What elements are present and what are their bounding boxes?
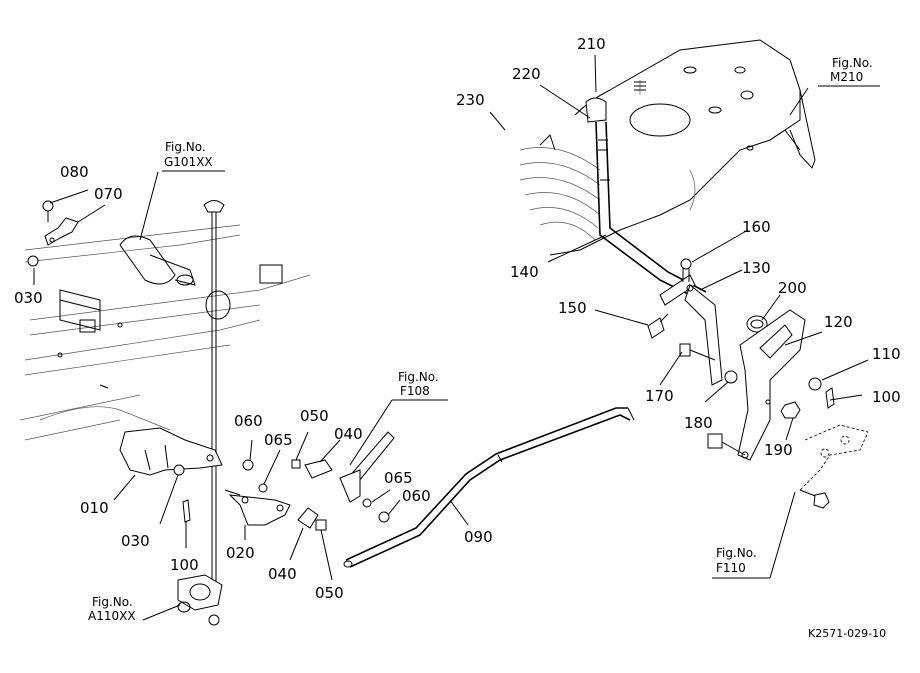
- callout-120: 120: [824, 313, 853, 331]
- callout-200: 200: [778, 279, 807, 297]
- figref-a110-label: Fig.No.: [92, 595, 133, 609]
- washer-180: [724, 370, 738, 384]
- callout-040-b: 040: [268, 565, 297, 583]
- figref-a110-code: A110XX: [88, 609, 136, 623]
- pedal-housing-m210: [519, 39, 816, 256]
- bracket-010: [119, 427, 223, 476]
- stud-150: [647, 313, 669, 339]
- bracket-130: [684, 284, 723, 386]
- callout-050-b: 050: [315, 584, 344, 602]
- part-a110xx: [177, 574, 223, 613]
- linkage-f110: [799, 424, 869, 509]
- callout-190: 190: [764, 441, 793, 459]
- callout-180: 180: [684, 414, 713, 432]
- rod-090: [343, 407, 635, 568]
- callout-090: 090: [464, 528, 493, 546]
- callout-220: 220: [512, 65, 541, 83]
- figref-g101-label: Fig.No.: [165, 140, 206, 154]
- figref-m210-code: M210: [830, 70, 863, 84]
- callout-150: 150: [558, 299, 587, 317]
- callout-040-a: 040: [334, 425, 363, 443]
- figref-f110-code: F110: [716, 561, 746, 575]
- callout-110: 110: [872, 345, 901, 363]
- washer-065-b: [362, 498, 372, 508]
- drawing-id: K2571-029-10: [808, 627, 886, 640]
- nut-190: [780, 401, 801, 419]
- callout-020: 020: [226, 544, 255, 562]
- callout-080: 080: [60, 163, 89, 181]
- leader-lines: [33, 54, 880, 621]
- callout-160: 160: [742, 218, 771, 236]
- callout-100-right: 100: [872, 388, 901, 406]
- bolt-160: [680, 258, 692, 282]
- pin-100-right: [825, 387, 835, 409]
- pedal-arm-140: [585, 97, 707, 306]
- figref-g101-code: G101XX: [164, 155, 213, 169]
- clip-040: [297, 459, 333, 529]
- callout-010: 010: [80, 499, 109, 517]
- callout-065-b: 065: [384, 469, 413, 487]
- callout-060-b: 060: [402, 487, 431, 505]
- callout-230: 230: [456, 91, 485, 109]
- frame-g101xx: [19, 224, 311, 441]
- figref-m210-label: Fig.No.: [832, 56, 873, 70]
- nut-060-a: [242, 459, 254, 471]
- bolt-050-a: [291, 459, 301, 469]
- figure-references: Fig.No. M210 Fig.No. G101XX Fig.No. F108…: [88, 56, 873, 623]
- bolt-080: [42, 200, 54, 222]
- washer-110: [808, 377, 822, 391]
- vertical-link-rod: [203, 200, 225, 626]
- washer-065-a: [258, 483, 268, 493]
- callout-130: 130: [742, 259, 771, 277]
- callout-100-left: 100: [170, 556, 199, 574]
- bolt-170: [679, 343, 716, 361]
- callout-065-a: 065: [264, 431, 293, 449]
- lever-070: [44, 217, 79, 246]
- washer-030-top: [27, 255, 39, 267]
- nut-060-b: [378, 511, 390, 523]
- callout-050-a: 050: [300, 407, 329, 425]
- linkage-f108: [339, 431, 395, 503]
- callout-030-bottom: 030: [121, 532, 150, 550]
- pin-100-left: [182, 499, 191, 523]
- washer-030-bottom: [173, 464, 185, 476]
- figref-f110-label: Fig.No.: [716, 546, 757, 560]
- bolt-lever-base: [707, 433, 746, 456]
- callout-060-a: 060: [234, 412, 263, 430]
- callout-170: 170: [645, 387, 674, 405]
- callout-labels: 210 220 230 140 160 130 150 200 120 170 …: [14, 35, 901, 602]
- bolt-050-b: [315, 519, 327, 531]
- lever-020: [224, 489, 291, 526]
- lever-plate-120: [737, 309, 806, 461]
- figref-f108-code: F108: [400, 384, 430, 398]
- callout-070: 070: [94, 185, 123, 203]
- callout-030-top: 030: [14, 289, 43, 307]
- figref-f108-label: Fig.No.: [398, 370, 439, 384]
- callout-210: 210: [577, 35, 606, 53]
- callout-140: 140: [510, 263, 539, 281]
